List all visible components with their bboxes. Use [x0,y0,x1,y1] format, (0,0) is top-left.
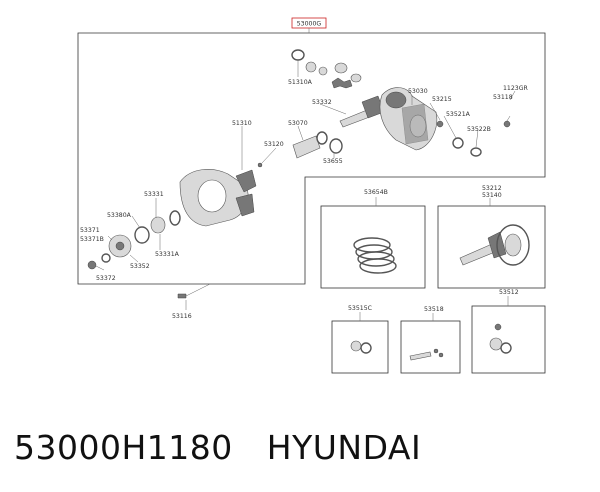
part-label: 53070 [288,120,308,127]
bearing-part [318,66,328,76]
bearing-part [305,61,317,73]
spring-kit-illustration [353,237,397,274]
bearing-part [291,49,305,61]
brand-name: HYUNDAI [266,428,422,467]
kit-box-53518 [400,320,461,374]
part-label: 1123GR [503,85,529,92]
product-caption: 53000H1180 HYUNDAI [14,428,421,467]
bearing-race [452,137,464,149]
part-label: 51310A [288,79,313,86]
kit-box-53512 [471,305,546,374]
part-label: 53118 [493,94,513,101]
part-label: 53654B [364,189,388,196]
part-label: 53352 [130,263,150,270]
assembly-frame [77,32,546,285]
gear-kit-illustration [489,323,512,354]
assembly-label: 53000G [297,21,322,28]
part-label: 53521A [446,111,471,118]
collapsible-spacer [292,135,321,159]
bolt-part [503,120,511,128]
parts-diagram: 53000G [77,17,546,374]
pin-part [257,162,263,168]
oil-seal [329,138,343,154]
part-label: 53331 [144,191,164,198]
kit-box-53654B [320,205,426,289]
part-label: 53371 [80,227,100,234]
part-label: 53140 [482,192,502,199]
bolt-part [436,120,444,128]
part-label: 53372 [96,275,116,282]
ring-gear [401,103,429,145]
part-label: 53332 [312,99,332,106]
part-label: 53331A [155,251,180,258]
part-label: 53522B [467,126,491,133]
bearing-part [150,216,166,234]
part-label: 53215 [432,96,452,103]
part-label: 53655 [323,158,343,165]
case-flange [385,91,407,109]
washer-part [470,147,482,157]
carrier-bore [197,179,227,213]
bearing-part [134,226,150,244]
ring-pinion-kit-illustration [459,224,530,266]
bearing-kit-illustration [350,340,372,354]
flange-hub [115,241,125,251]
bearing-part [350,73,362,83]
kit-box-53212 [437,205,546,289]
part-label: 53212 [482,185,502,192]
part-label: 51310 [232,120,252,127]
part-number: 53000H1180 [14,428,233,467]
part-label: 53116 [172,313,192,320]
part-label: 53515C [348,305,372,312]
washer-part [169,210,181,226]
pin-kit-illustration [409,348,444,361]
part-label: 53030 [408,88,428,95]
carrier-arm [235,169,257,193]
nut-part [87,260,97,270]
seal-part [316,131,328,145]
part-label: 53371B [80,236,104,243]
washer-part [101,253,111,263]
part-label: 53512 [499,289,519,296]
part-label: 53380A [107,212,132,219]
part-label: 53120 [264,141,284,148]
part-label: 53518 [424,306,444,313]
breather-bolt [177,293,187,299]
carrier-arm [235,193,255,217]
bearing-part [334,62,348,74]
leader-lines [95,60,516,321]
spider-part [331,77,353,89]
